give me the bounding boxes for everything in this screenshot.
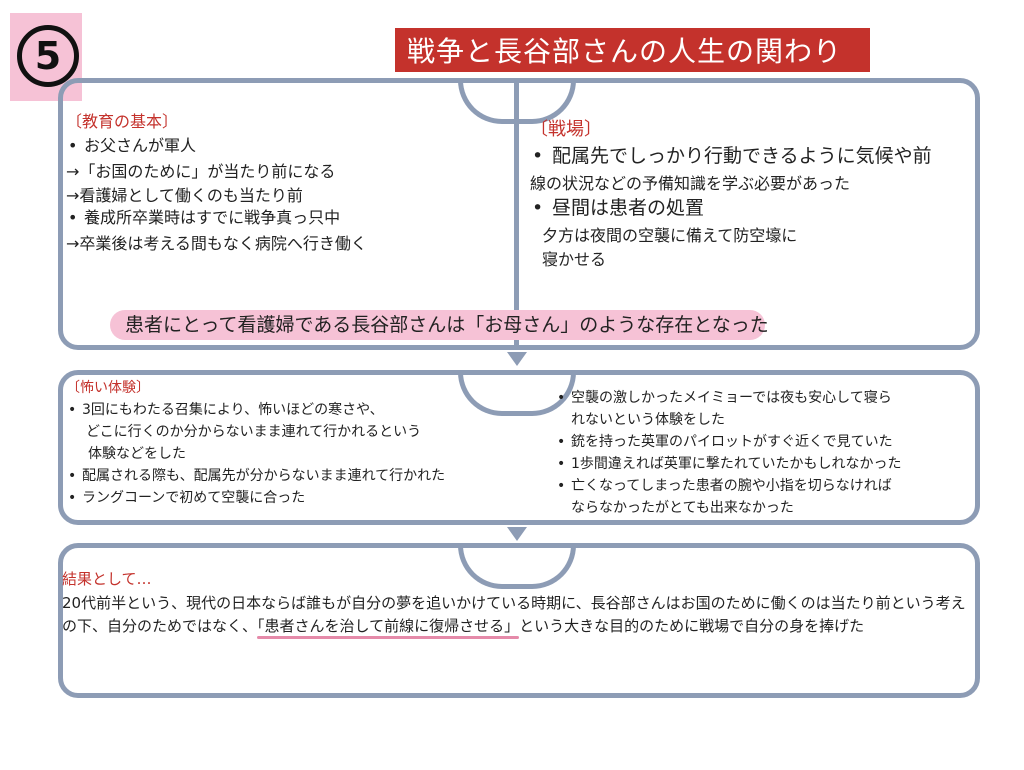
scary-item-cont: どこに行くのか分からないまま連れて行かれるという: [86, 424, 422, 440]
scary-right-section: 空襲の激しかったメイミョーでは夜も安心して寝ら れないという体験をした 銃を持っ…: [555, 387, 975, 519]
education-subitem: →看護婦として働くのも当たり前: [66, 186, 303, 205]
result-text-before: 20代前半という、現代の日本ならば誰もが自分の夢を追いかけている時期に、長谷部さ…: [62, 594, 966, 635]
scary-item-cont: ならなかったがとても出来なかった: [571, 500, 794, 516]
result-text-after: という大きな目的のために戦場で自分の身を捧げた: [519, 617, 865, 635]
top-panel-divider: [514, 80, 519, 350]
arrow-down-icon: [507, 527, 527, 541]
scary-item: 亡くなってしまった患者の腕や小指を切らなければ: [555, 475, 975, 497]
result-heading: 結果として…: [62, 570, 152, 588]
education-subitem: →「お国のために」が当たり前になる: [66, 162, 336, 181]
scary-item: 銃を持った英軍のパイロットがすぐ近くで見ていた: [555, 431, 975, 453]
scary-item: 1歩間違えれば英軍に撃たれていたかもしれなかった: [555, 453, 975, 475]
battlefield-heading: 〔戦場〕: [530, 119, 602, 140]
education-item: お父さんが軍人: [66, 134, 506, 158]
battlefield-section: 〔戦場〕 配属先でしっかり行動できるように気候や前 線の状況などの予備知識を学ぶ…: [530, 118, 975, 270]
slide-title: 戦争と長谷部さんの人生の関わり: [395, 28, 870, 72]
battlefield-item: 配属先でしっかり行動できるように気候や前: [530, 142, 975, 170]
scary-left-section: 〔怖い体験〕 3回にもわたる召集により、怖いほどの寒さや、 どこに行くのか分から…: [66, 377, 546, 509]
result-text: 20代前半という、現代の日本ならば誰もが自分の夢を追いかけている時期に、長谷部さ…: [62, 592, 974, 638]
slide-number: 5: [17, 25, 79, 87]
scary-item-cont: れないという体験をした: [571, 412, 725, 428]
conclusion-highlight: [110, 310, 765, 340]
scary-heading: 〔怖い体験〕: [66, 380, 150, 396]
scary-item-cont: 体験などをした: [88, 446, 186, 462]
arrow-down-icon: [507, 352, 527, 366]
battlefield-item-cont: 寝かせる: [542, 250, 607, 269]
scary-item: 3回にもわたる召集により、怖いほどの寒さや、: [66, 399, 546, 421]
result-text-highlight: 「患者さんを治して前線に復帰させる」: [257, 617, 520, 635]
education-section: 〔教育の基本〕 お父さんが軍人 →「お国のために」が当たり前になる →看護婦とし…: [66, 108, 506, 254]
battlefield-item: 昼間は患者の処置: [530, 194, 975, 222]
scary-item: 空襲の激しかったメイミョーでは夜も安心して寝ら: [555, 387, 975, 409]
scary-item: 配属される際も、配属先が分からないまま連れて行かれた: [66, 465, 546, 487]
education-heading: 〔教育の基本〕: [66, 112, 179, 131]
conclusion-text: 患者にとって看護婦である長谷部さんは「お母さん」のような存在となった: [125, 314, 769, 336]
education-item: 養成所卒業時はすでに戦争真っ只中: [66, 206, 506, 230]
battlefield-item-cont: 線の状況などの予備知識を学ぶ必要があった: [530, 174, 851, 193]
scary-item: ラングコーンで初めて空襲に合った: [66, 487, 546, 509]
battlefield-item-cont: 夕方は夜間の空襲に備えて防空壕に: [542, 226, 798, 245]
education-subitem: →卒業後は考える間もなく病院へ行き働く: [66, 234, 367, 253]
